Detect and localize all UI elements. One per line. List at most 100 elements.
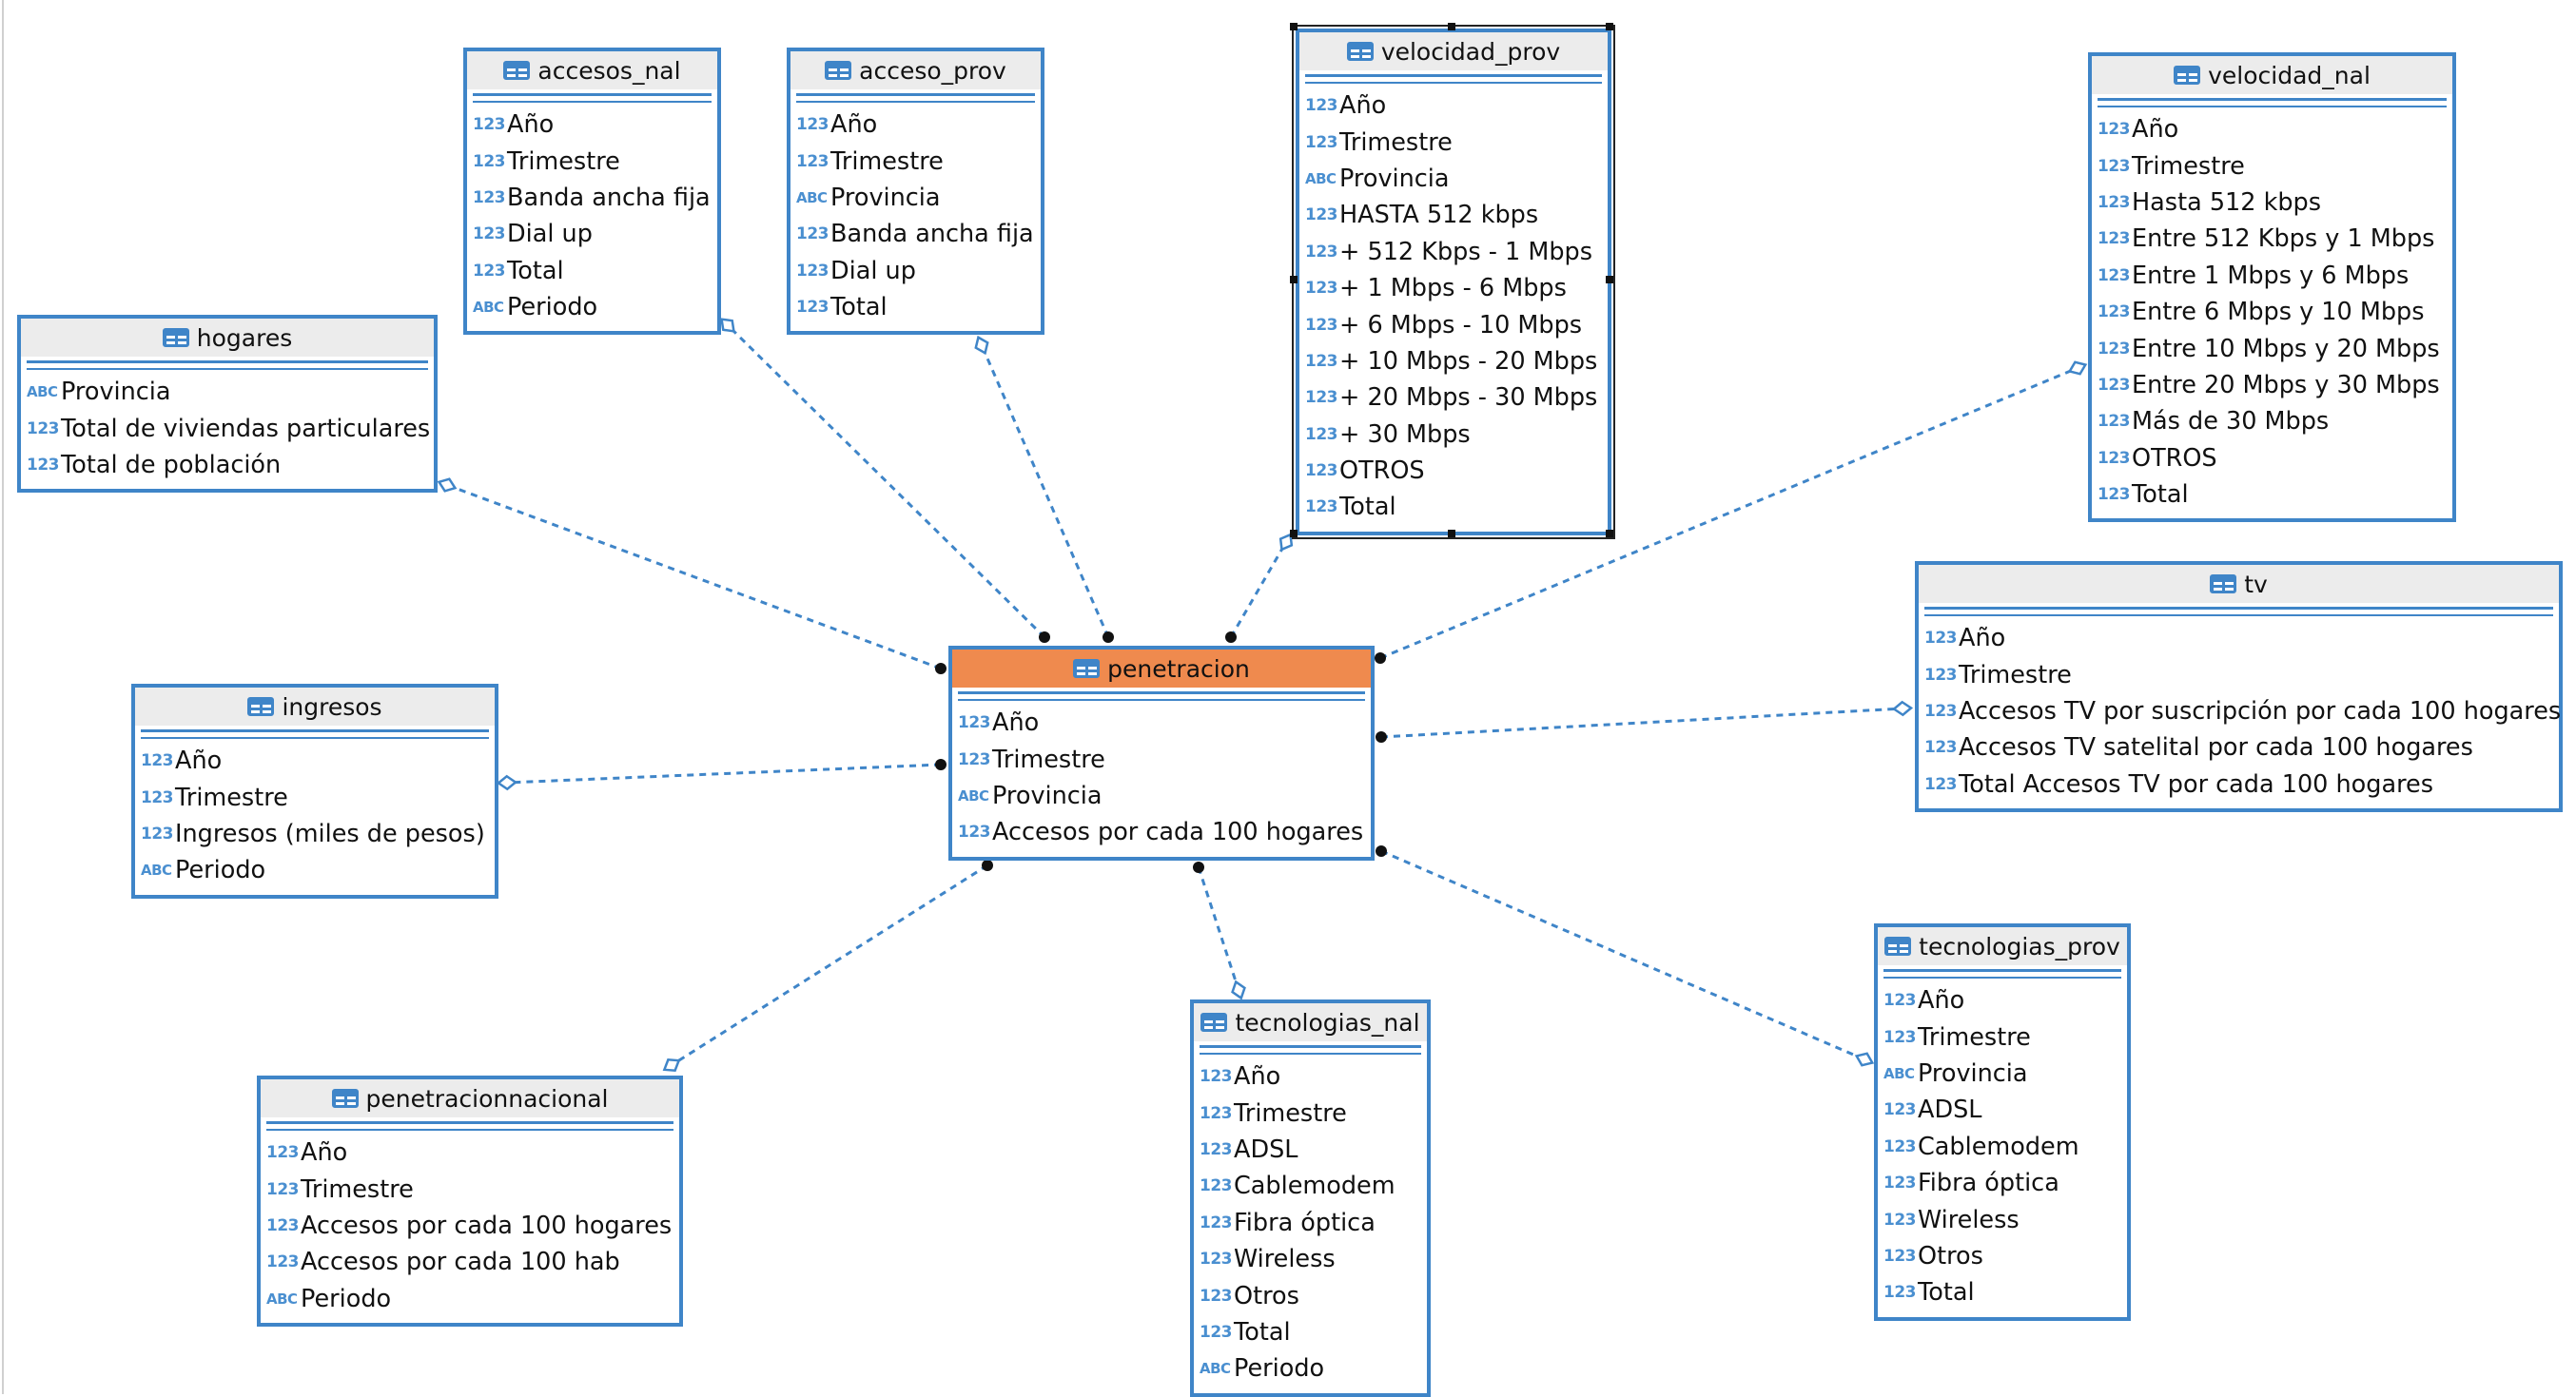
selection-handle[interactable] bbox=[1606, 529, 1613, 537]
relation-line-acceso_prov[interactable] bbox=[980, 344, 1110, 638]
entity-header[interactable]: hogares bbox=[21, 319, 434, 357]
selection-handle[interactable] bbox=[1606, 23, 1613, 30]
selection-handle[interactable] bbox=[1290, 23, 1298, 30]
column-row[interactable]: 123+ 512 Kbps - 1 Mbps bbox=[1305, 234, 1608, 270]
column-row[interactable]: 123+ 20 Mbps - 30 Mbps bbox=[1305, 379, 1608, 416]
column-row[interactable]: 123+ 1 Mbps - 6 Mbps bbox=[1305, 270, 1608, 306]
column-row[interactable]: 123+ 6 Mbps - 10 Mbps bbox=[1305, 306, 1608, 342]
relation-line-penetracionnacional[interactable] bbox=[671, 863, 988, 1067]
entity-header[interactable]: velocidad_prov bbox=[1299, 32, 1608, 70]
entity-header[interactable]: penetracion bbox=[952, 650, 1371, 688]
relation-line-hogares[interactable] bbox=[446, 483, 942, 670]
selection-handle[interactable] bbox=[1290, 529, 1298, 537]
entity-header[interactable]: tecnologias_prov bbox=[1878, 927, 2127, 965]
selection-handle[interactable] bbox=[1448, 23, 1455, 30]
entity-header[interactable]: tv bbox=[1919, 565, 2559, 603]
selection-handle[interactable] bbox=[1290, 276, 1298, 284]
selection-handle[interactable] bbox=[1606, 276, 1613, 284]
relation-line-tecnologias_nal[interactable] bbox=[1197, 866, 1240, 991]
entity-header[interactable]: tecnologias_nal bbox=[1194, 1003, 1427, 1041]
entity-header[interactable]: penetracionnacional bbox=[261, 1079, 679, 1117]
entity-header[interactable]: velocidad_nal bbox=[2092, 56, 2452, 94]
selection-handle[interactable] bbox=[1448, 529, 1455, 537]
entity-header[interactable]: accesos_nal bbox=[467, 51, 717, 89]
entity-header[interactable]: acceso_prov bbox=[790, 51, 1041, 89]
relation-line-velocidad_prov[interactable] bbox=[1229, 541, 1288, 638]
relation-line-accesos_nal[interactable] bbox=[726, 323, 1046, 639]
relation-line-ingresos[interactable] bbox=[506, 763, 942, 785]
column-row[interactable]: 123+ 10 Mbps - 20 Mbps bbox=[1305, 343, 1608, 379]
